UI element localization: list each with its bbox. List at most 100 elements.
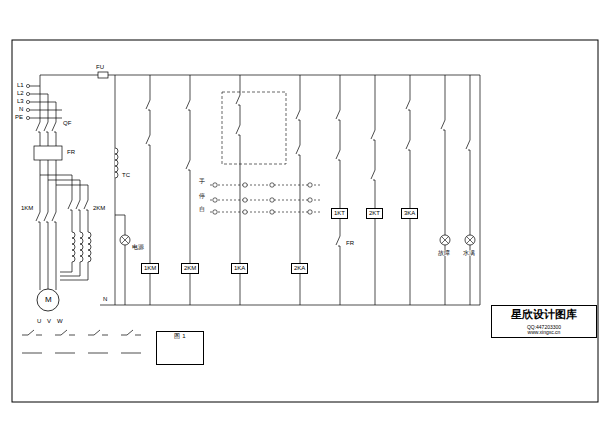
wire: [36, 122, 40, 131]
wire: [236, 95, 240, 104]
lamp-symbol: [120, 235, 130, 245]
wire: [56, 132, 57, 212]
node-text: 1KT: [334, 210, 345, 217]
wire: [127, 330, 133, 335]
wire: [88, 335, 94, 336]
node-text: 星欣设计图库: [494, 309, 594, 322]
wire: [135, 335, 141, 336]
wire: [72, 210, 73, 232]
wire: [121, 335, 127, 336]
wire: [375, 140, 376, 170]
part-label: TC: [121, 172, 131, 178]
wire: [441, 120, 445, 129]
wire: [94, 330, 100, 335]
part-label: L3: [16, 98, 25, 104]
selector-contact: [270, 198, 274, 202]
node-text: 1KM: [144, 265, 156, 272]
wire: [100, 305, 480, 306]
transformer-coil: [72, 232, 75, 262]
wire: [371, 170, 375, 179]
wire: [340, 75, 341, 110]
dashed-enclosure: [222, 92, 286, 164]
wire: [44, 212, 48, 221]
coil-box: 2KM: [181, 263, 199, 274]
wire: [470, 75, 471, 140]
wire: [340, 120, 341, 150]
wire: [445, 75, 446, 120]
selector-line: [210, 200, 320, 201]
wire: [68, 200, 72, 209]
thermal-relay-symbol: [34, 146, 62, 160]
wire: [371, 130, 375, 139]
wire: [40, 175, 72, 176]
wire: [146, 100, 150, 109]
wire: [300, 75, 301, 110]
motor-symbol: [37, 289, 59, 311]
wire: [186, 100, 190, 109]
wire: [28, 102, 56, 103]
wire: [28, 118, 62, 119]
wire: [52, 122, 56, 131]
wire: [40, 132, 41, 212]
wire: [48, 132, 49, 212]
wire: [48, 94, 49, 122]
coil-box: 1KA: [231, 263, 248, 274]
selector-contact: [243, 198, 247, 202]
wire: [28, 110, 62, 111]
coil-box: 2KT: [366, 208, 383, 219]
wire: [55, 335, 61, 336]
node-text: 2KA: [294, 265, 305, 272]
node-text: 图 1: [159, 333, 201, 340]
lamp-symbol: [440, 235, 450, 245]
wire: [150, 110, 151, 135]
transformer-coil: [80, 232, 83, 262]
wire: [240, 105, 241, 125]
lamp-symbol: [465, 235, 475, 245]
part-label: 1KM: [20, 205, 34, 211]
wire: [125, 245, 126, 305]
wire: [125, 215, 126, 235]
wire: [150, 145, 151, 305]
selector-contact: [243, 183, 247, 187]
wire: [36, 335, 42, 336]
wire: [336, 236, 340, 245]
wire: [84, 200, 88, 209]
selector-contact: [213, 183, 217, 187]
wire: [445, 130, 446, 235]
wire: [102, 335, 108, 336]
wire: [40, 75, 41, 86]
wire: [72, 175, 73, 200]
wire: [88, 262, 89, 280]
wire: [240, 135, 241, 305]
wire: [236, 125, 240, 134]
control-transformer: [115, 148, 118, 178]
wire: [336, 110, 340, 119]
wire: [76, 200, 80, 209]
coil-box: 1KM: [141, 263, 159, 274]
wire: [466, 140, 470, 149]
wire: [61, 330, 67, 335]
part-label: U: [36, 318, 42, 324]
wire: [72, 262, 73, 272]
wire: [406, 100, 410, 109]
title-block: 星欣设计图库QQ:447203300www.xingxc.cn: [491, 305, 597, 338]
fuse-symbol: [98, 72, 108, 78]
part-label: V: [46, 318, 52, 324]
wire: [44, 122, 48, 131]
wire: [88, 185, 89, 200]
selector-contact: [308, 183, 312, 187]
wire: [375, 75, 376, 130]
part-label: PE: [14, 114, 24, 120]
wire: [40, 222, 41, 290]
wire: [60, 280, 88, 281]
terminal: [26, 92, 29, 95]
wire: [56, 222, 57, 290]
wire: [190, 110, 191, 160]
selector-contact: [308, 198, 312, 202]
selector-contact: [213, 198, 217, 202]
part-label: W: [56, 318, 64, 324]
node-text: www.xingxc.cn: [494, 330, 594, 336]
